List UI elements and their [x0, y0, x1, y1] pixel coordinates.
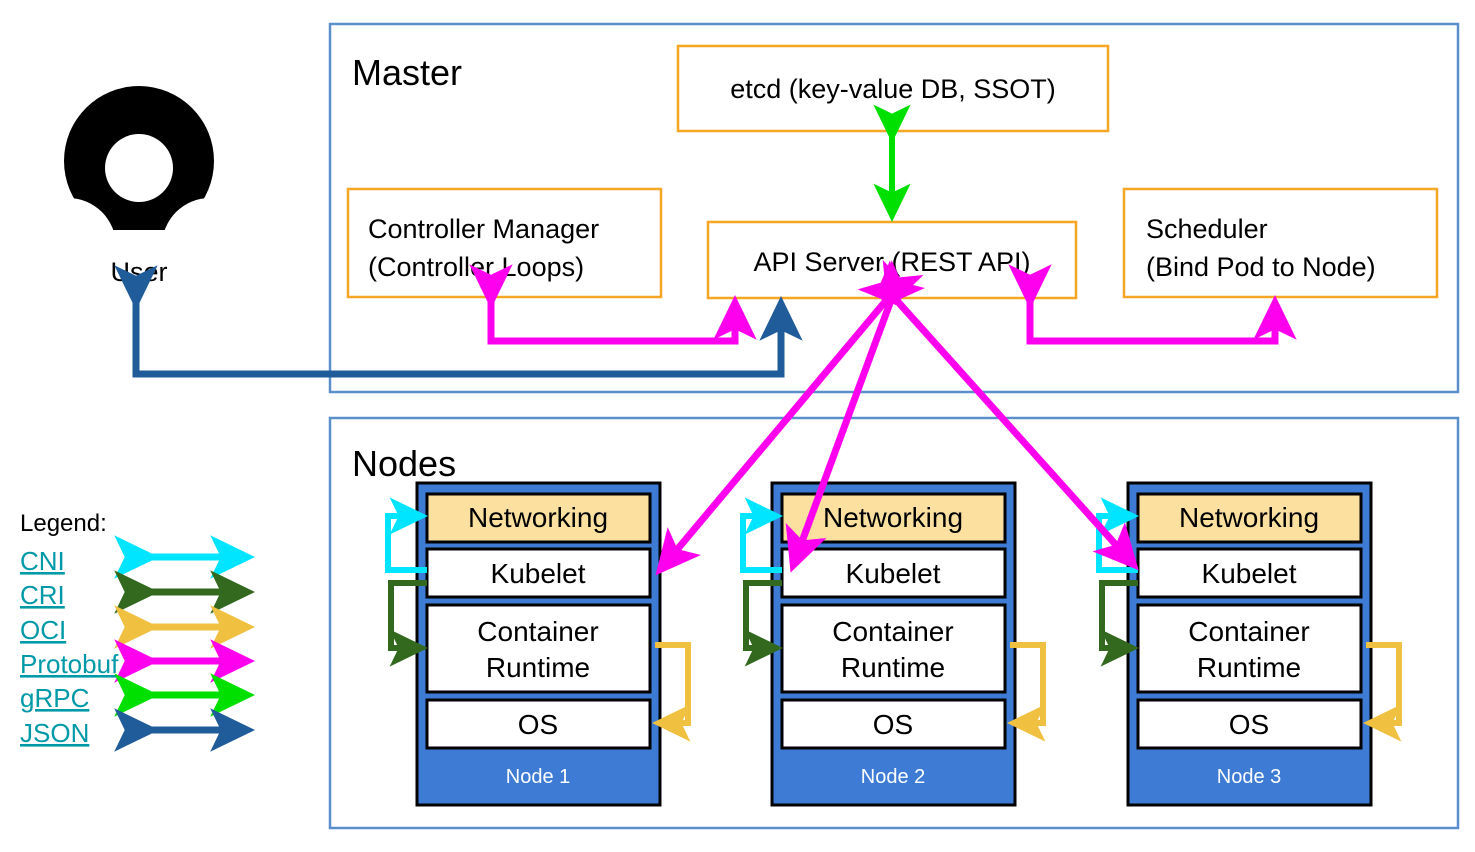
node-1-networking-label: Networking — [468, 502, 608, 533]
legend-label-grpc[interactable]: gRPC — [20, 683, 89, 713]
controller-manager-box[interactable]: Controller Manager (Controller Loops) — [346, 187, 663, 299]
legend-label-oci[interactable]: OCI — [20, 615, 66, 645]
node-3-networking-label: Networking — [1179, 502, 1319, 533]
scheduler-box[interactable]: Scheduler (Bind Pod to Node) — [1122, 187, 1439, 299]
etcd-box[interactable]: etcd (key-value DB, SSOT) — [676, 44, 1110, 133]
node-2-cri-loop-arrow — [743, 580, 783, 667]
legend-label-protobuf[interactable]: Protobuf — [20, 649, 119, 679]
node-2-os[interactable]: OS — [780, 698, 1007, 750]
node-3-oci-loop-arrow — [1363, 642, 1402, 742]
legend-row-cri[interactable]: CRI — [20, 570, 255, 614]
node-2-container-runtime-label-line1: Container — [832, 616, 953, 647]
node-2-container-runtime[interactable]: Container Runtime — [780, 603, 1007, 694]
node-3-os-label: OS — [1229, 709, 1269, 740]
legend-label-json[interactable]: JSON — [20, 718, 89, 748]
legend-label-cni[interactable]: CNI — [20, 546, 65, 576]
node-1-cni-loop-arrow — [385, 497, 428, 573]
legend-title: Legend: — [20, 510, 107, 537]
protobuf-apiserver-node3-arrow — [857, 260, 1139, 571]
api-server-label: API Server (REST API) — [753, 247, 1030, 277]
node-1-cri-loop-arrow — [388, 580, 428, 667]
node-1-networking[interactable]: Networking — [425, 492, 652, 544]
node-3-networking[interactable]: Networking — [1136, 492, 1363, 544]
etcd-label: etcd (key-value DB, SSOT) — [730, 74, 1056, 104]
node-1-container-runtime-label-line2: Runtime — [486, 652, 590, 683]
scheduler-label-line1: Scheduler — [1146, 214, 1268, 244]
node-3-name: Node 3 — [1217, 766, 1282, 788]
legend-row-protobuf[interactable]: Protobuf — [20, 639, 255, 683]
user-avatar-icon — [60, 86, 220, 230]
scheduler-label-line2: (Bind Pod to Node) — [1146, 252, 1376, 282]
node-1-oci-loop-arrow — [652, 642, 691, 742]
node-3-kubelet-label: Kubelet — [1202, 558, 1297, 589]
node-3-os[interactable]: OS — [1136, 698, 1363, 750]
node-2-networking-label: Networking — [823, 502, 963, 533]
nodes-title: Nodes — [352, 443, 456, 484]
legend: Legend: CNI CRI OCI Protobuf gRPC — [20, 510, 255, 752]
user-figure: User — [60, 86, 220, 287]
node-1-kubelet[interactable]: Kubelet — [425, 547, 652, 599]
node-3-cri-loop-arrow — [1099, 580, 1139, 667]
node-2-kubelet[interactable]: Kubelet — [780, 547, 1007, 599]
node-1-container-runtime-label-line1: Container — [477, 616, 598, 647]
protobuf-apiserver-kubelet-arrows — [655, 260, 1139, 576]
legend-row-json[interactable]: JSON — [20, 708, 255, 752]
legend-row-oci[interactable]: OCI — [20, 605, 255, 649]
legend-row-grpc[interactable]: gRPC — [20, 673, 255, 717]
node-3-kubelet[interactable]: Kubelet — [1136, 547, 1363, 599]
master-title: Master — [352, 52, 462, 93]
node-2-os-label: OS — [873, 709, 913, 740]
node-1-os[interactable]: OS — [425, 698, 652, 750]
node-1-name: Node 1 — [506, 766, 571, 788]
node-3-container-runtime-label-line1: Container — [1188, 616, 1309, 647]
controller-manager-label-line1: Controller Manager — [368, 214, 599, 244]
node-1[interactable]: Networking Kubelet Container Runtime OS … — [415, 481, 662, 807]
user-label: User — [110, 257, 167, 287]
node-3[interactable]: Networking Kubelet Container Runtime OS … — [1126, 481, 1373, 807]
node-1-container-runtime[interactable]: Container Runtime — [425, 603, 652, 694]
legend-label-cri[interactable]: CRI — [20, 580, 65, 610]
node-3-container-runtime-label-line2: Runtime — [1197, 652, 1301, 683]
node-2-name: Node 2 — [861, 766, 926, 788]
node-3-container-runtime[interactable]: Container Runtime — [1136, 603, 1363, 694]
node-2-container-runtime-label-line2: Runtime — [841, 652, 945, 683]
node-1-os-label: OS — [518, 709, 558, 740]
node-1-kubelet-label: Kubelet — [491, 558, 586, 589]
node-2-oci-loop-arrow — [1007, 642, 1046, 742]
api-server-box[interactable]: API Server (REST API) — [706, 220, 1078, 300]
controller-manager-label-line2: (Controller Loops) — [368, 252, 584, 282]
node-2-kubelet-label: Kubelet — [846, 558, 941, 589]
legend-row-cni[interactable]: CNI — [20, 535, 255, 579]
